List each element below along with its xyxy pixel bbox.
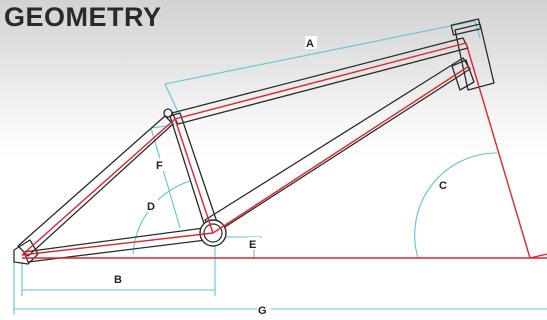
frame-outline: [13, 18, 495, 265]
centerline-top-tube: [174, 42, 467, 120]
head-tube-cap: [450, 18, 482, 36]
dimension-c-arc: [414, 152, 498, 259]
centerline-head-angle: [465, 42, 531, 259]
chain-stay: [23, 227, 207, 263]
frame-centerlines: [21, 42, 547, 259]
dimension-a-line: [164, 20, 476, 85]
dimension-f-line2: [150, 127, 181, 229]
centerline-seat-tube: [174, 118, 214, 234]
label-f: F: [156, 160, 163, 172]
label-b: B: [114, 274, 122, 286]
rear-dropout: [13, 239, 39, 265]
centerline-seat-stay: [21, 118, 176, 256]
label-a: A: [306, 38, 314, 50]
dimension-labels: A B C D E F G: [112, 36, 450, 317]
seat-clamp: [163, 108, 173, 118]
label-c: C: [439, 180, 447, 192]
gusset: [451, 59, 475, 91]
centerline-down-tube: [212, 65, 470, 234]
centerline-front: [529, 253, 547, 259]
bottom-bracket-inner: [203, 223, 223, 243]
dimension-a-ext-left: [164, 83, 179, 113]
centerline-chain-stay: [21, 232, 214, 256]
seat-tube: [169, 112, 219, 231]
label-g: G: [258, 305, 267, 317]
page-title: GEOMETRY: [4, 2, 162, 32]
label-d: D: [147, 201, 155, 213]
down-tube: [204, 57, 471, 235]
label-e: E: [249, 239, 256, 251]
